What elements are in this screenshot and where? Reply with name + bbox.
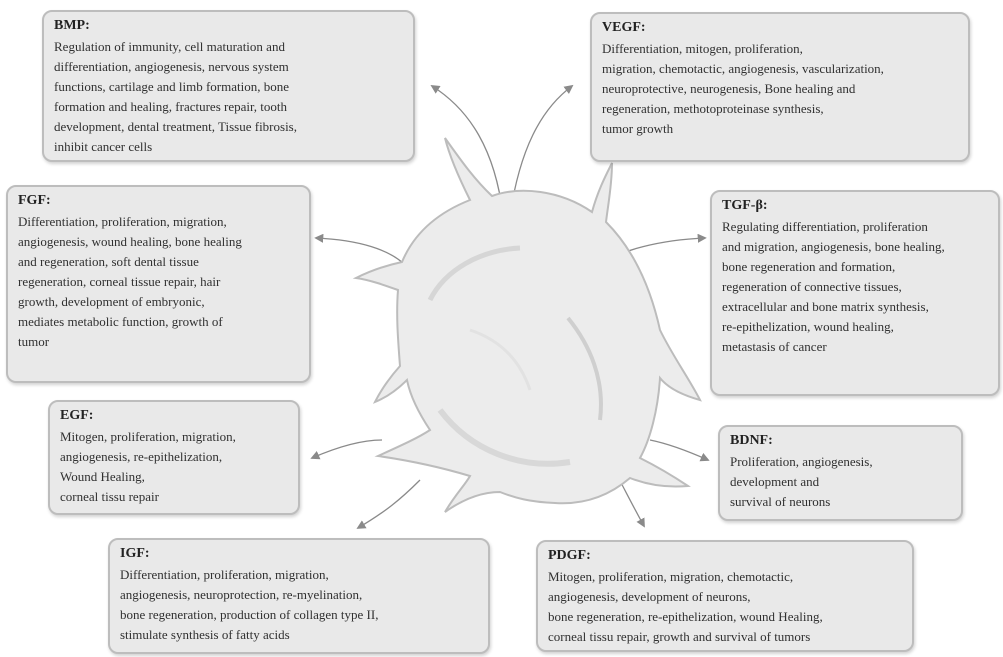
bdnf-title: BDNF: — [730, 433, 773, 448]
tgfb-line: extracellular and bone matrix synthesis, — [722, 299, 929, 314]
arrow-to-fgf — [314, 233, 406, 266]
vegf-line: neuroprotective, neurogenesis, Bone heal… — [602, 81, 856, 96]
fgf-box: FGF: Differentiation, proliferation, mig… — [6, 185, 311, 383]
igf-title: IGF: — [120, 546, 150, 561]
tgfb-title: TGF-β: — [722, 198, 768, 213]
egf-line: corneal tissu repair — [60, 489, 159, 504]
vegf-line: Differentiation, mitogen, proliferation, — [602, 41, 803, 56]
pdgf-line: corneal tissu repair, growth and surviva… — [548, 629, 811, 644]
pdgf-description: Mitogen, proliferation, migration, chemo… — [548, 567, 904, 647]
igf-box: IGF: Differentiation, proliferation, mig… — [108, 538, 490, 654]
egf-line: Mitogen, proliferation, migration, — [60, 429, 236, 444]
cell-body — [352, 137, 702, 513]
fgf-line: growth, development of embryonic, — [18, 294, 205, 309]
bmp-line: formation and healing, fractures repair,… — [54, 99, 288, 114]
tgfb-line: bone regeneration and formation, — [722, 259, 896, 274]
fgf-line: mediates metabolic function, growth of — [18, 314, 223, 329]
fgf-description: Differentiation, proliferation, migratio… — [18, 212, 301, 352]
fgf-line: Differentiation, proliferation, migratio… — [18, 214, 227, 229]
bmp-description: Regulation of immunity, cell maturation … — [54, 37, 405, 157]
arrow-to-egf — [310, 439, 383, 460]
egf-title: EGF: — [60, 408, 94, 423]
fgf-line: and regeneration, soft dental tissue — [18, 254, 199, 269]
tgfb-description: Regulating differentiation, proliferatio… — [722, 217, 990, 357]
pdgf-title: PDGF: — [548, 548, 591, 563]
igf-line: stimulate synthesis of fatty acids — [120, 627, 290, 642]
egf-line: angiogenesis, re-epithelization, — [60, 449, 223, 464]
bdnf-description: Proliferation, angiogenesis, development… — [730, 452, 953, 512]
tgfb-box: TGF-β: Regulating differentiation, proli… — [710, 190, 1000, 396]
fgf-line: tumor — [18, 334, 50, 349]
bdnf-line: survival of neurons — [730, 494, 831, 509]
fgf-line: angiogenesis, wound healing, bone healin… — [18, 234, 242, 249]
vegf-line: regeneration, methotoproteinase synthesi… — [602, 101, 824, 116]
pdgf-line: Mitogen, proliferation, migration, chemo… — [548, 569, 794, 584]
tgfb-line: metastasis of cancer — [722, 339, 827, 354]
igf-description: Differentiation, proliferation, migratio… — [120, 565, 480, 645]
egf-box: EGF: Mitogen, proliferation, migration, … — [48, 400, 300, 515]
tgfb-line: regeneration of connective tissues, — [722, 279, 902, 294]
tgfb-line: re-epithelization, wound healing, — [722, 319, 894, 334]
tgfb-line: and migration, angiogenesis, bone healin… — [722, 239, 945, 254]
bdnf-line: Proliferation, angiogenesis, — [730, 454, 873, 469]
bmp-line: differentiation, angiogenesis, nervous s… — [54, 59, 289, 74]
bdnf-line: development and — [730, 474, 820, 489]
igf-line: bone regeneration, production of collage… — [120, 607, 379, 622]
bmp-title: BMP: — [54, 18, 90, 33]
igf-line: angiogenesis, neuroprotection, re-myelin… — [120, 587, 363, 602]
bmp-line: functions, cartilage and limb formation,… — [54, 79, 290, 94]
bmp-box: BMP: Regulation of immunity, cell matura… — [42, 10, 415, 162]
vegf-line: migration, chemotactic, angiogenesis, va… — [602, 61, 884, 76]
pdgf-box: PDGF: Mitogen, proliferation, migration,… — [536, 540, 914, 652]
egf-description: Mitogen, proliferation, migration, angio… — [60, 427, 290, 507]
igf-line: Differentiation, proliferation, migratio… — [120, 567, 329, 582]
vegf-title: VEGF: — [602, 20, 646, 35]
vegf-box: VEGF: Differentiation, mitogen, prolifer… — [590, 12, 970, 162]
vegf-description: Differentiation, mitogen, proliferation,… — [602, 39, 960, 139]
arrow-to-igf — [356, 479, 421, 529]
tgfb-line: Regulating differentiation, proliferatio… — [722, 219, 928, 234]
bmp-line: inhibit cancer cells — [54, 139, 153, 154]
fgf-line: regeneration, corneal tissue repair, hai… — [18, 274, 221, 289]
egf-line: Wound Healing, — [60, 469, 145, 484]
arrow-to-bdnf — [649, 439, 710, 462]
bmp-line: Regulation of immunity, cell maturation … — [54, 39, 285, 54]
vegf-line: tumor growth — [602, 121, 674, 136]
pdgf-line: bone regeneration, re-epithelization, wo… — [548, 609, 823, 624]
bmp-line: development, dental treatment, Tissue fi… — [54, 119, 297, 134]
fgf-title: FGF: — [18, 193, 51, 208]
pdgf-line: angiogenesis, development of neurons, — [548, 589, 751, 604]
bdnf-box: BDNF: Proliferation, angiogenesis, devel… — [718, 425, 963, 521]
